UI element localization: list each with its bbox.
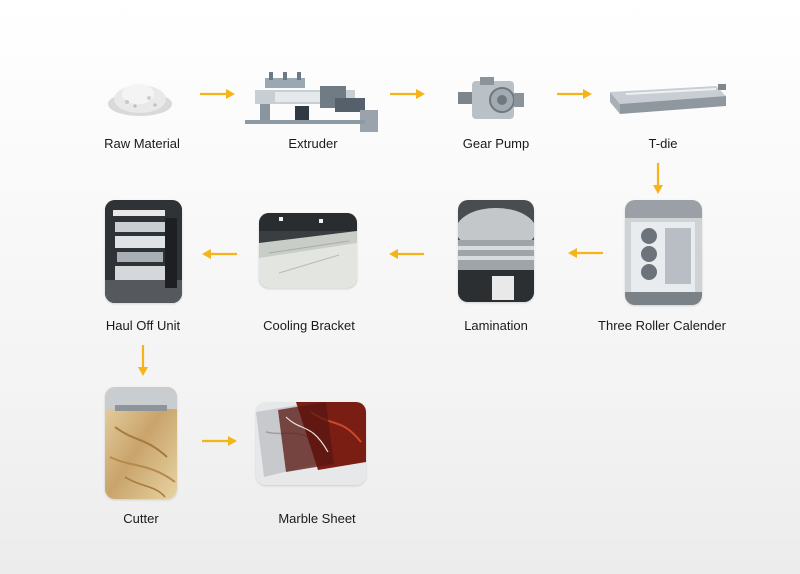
cutter-image: [105, 387, 177, 499]
arrow-down-1: [653, 163, 663, 194]
lamination-image: [458, 200, 534, 302]
arrow-right-2: [390, 89, 425, 99]
step-label-three-roller-calender: Three Roller Calender: [598, 318, 726, 333]
arrow-right-1: [200, 89, 235, 99]
step-label-haul-off-unit: Haul Off Unit: [105, 318, 181, 333]
step-label-gear-pump: Gear Pump: [462, 136, 530, 151]
step-label-cutter: Cutter: [123, 511, 159, 526]
arrow-down-2: [138, 345, 148, 376]
gear-pump-image: [458, 77, 524, 119]
three-roller-calender-image: [625, 200, 702, 305]
extruder-image: [245, 72, 378, 132]
haul-off-unit-image: [105, 200, 182, 303]
arrow-right-3: [557, 89, 592, 99]
arrow-left-1: [568, 248, 603, 258]
arrow-left-2: [389, 249, 424, 259]
arrow-left-3: [202, 249, 237, 259]
step-label-extruder: Extruder: [288, 136, 338, 151]
arrow-right-4: [202, 436, 237, 446]
step-label-cooling-bracket: Cooling Bracket: [263, 318, 355, 333]
t-die-image: [610, 84, 726, 114]
raw-material-image: [108, 84, 172, 116]
step-label-marble-sheet: Marble Sheet: [278, 511, 356, 526]
step-label-raw-material: Raw Material: [104, 136, 180, 151]
cooling-bracket-image: [259, 213, 357, 288]
step-label-t-die: T-die: [648, 136, 678, 151]
marble-sheet-image: [256, 402, 366, 485]
step-label-lamination: Lamination: [464, 318, 528, 333]
